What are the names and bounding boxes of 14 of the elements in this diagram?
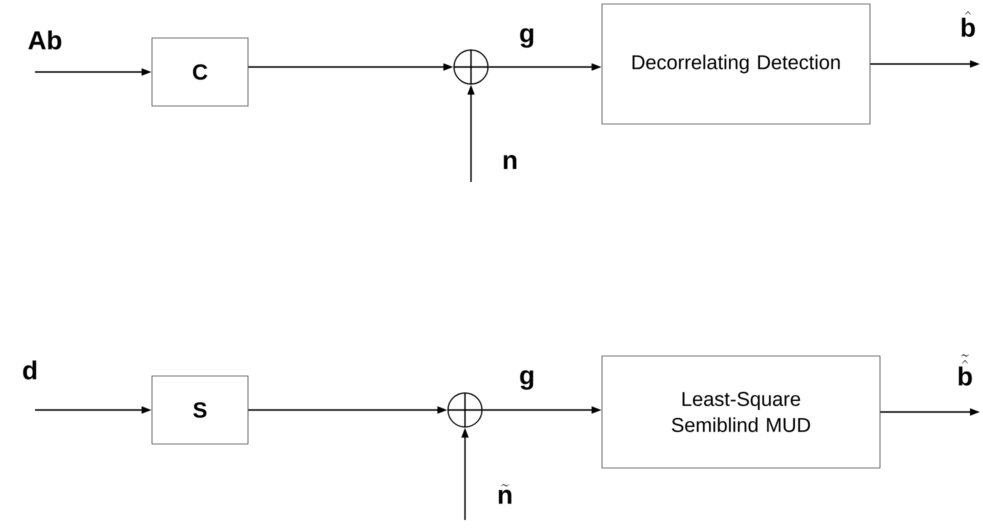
signal-label: $\tilde{\mathbf{n}}$ — [498, 484, 512, 504]
signal-label: $\mathbf{g}$ — [520, 28, 534, 48]
signal-label: $\mathbf{n}$ — [504, 155, 516, 169]
signal-label: $\mathbf{Ab}$ — [28, 30, 62, 50]
signal-label: $\mathbf{d}$ — [23, 360, 36, 380]
summing-junction — [447, 392, 483, 428]
process-box: Decorrelating Detection — [602, 4, 870, 124]
summing-junction — [453, 49, 489, 85]
process-box: Least-Square Semiblind MUD — [602, 356, 880, 468]
block-box: C — [152, 38, 248, 106]
signal-label: $\mathbf{g}$ — [520, 370, 534, 390]
block-box: S — [152, 376, 248, 444]
signal-label: $\hat{\mathbf{b}}$ — [962, 11, 975, 37]
signal-label: $\tilde{\hat{\mathbf{b}}}$ — [958, 354, 972, 386]
